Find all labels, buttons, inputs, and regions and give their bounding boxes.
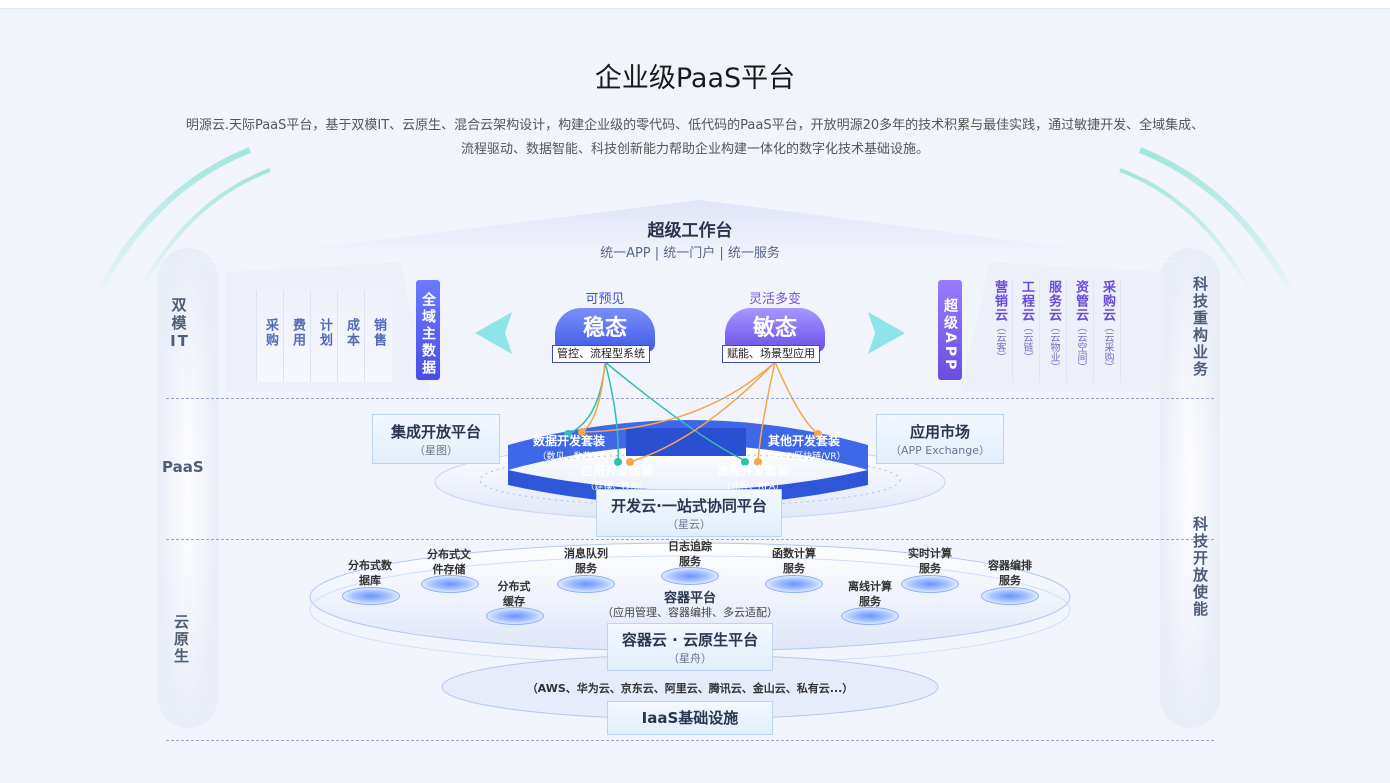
process-dev-kit: 流程开发套装（流程、RPA）	[716, 464, 789, 492]
iaas-providers: （AWS、华为云、京东云、阿里云、腾讯云、金山云、私有云...）	[526, 682, 854, 695]
left-tile: 费用	[283, 290, 311, 382]
top-border	[0, 0, 1390, 9]
left-tile: 计划	[310, 290, 338, 382]
dev-cloud-platform: 开发云·一站式协同平台 （星云）	[596, 489, 782, 537]
app-market: 应用市场 （APP Exchange）	[876, 414, 1004, 464]
data-dev-kit: 数据开发套装（数见、数芯）	[532, 434, 605, 462]
right-tile: 工程云（云链）	[1014, 280, 1040, 383]
label-tech-reshape-business: 科技重构业务	[1191, 276, 1209, 378]
super-app-badge: 超级APP	[938, 280, 962, 380]
service-item: 分布式数据库	[348, 559, 392, 587]
iaas-infrastructure: IaaS基础设施	[607, 701, 773, 735]
service-item: 容器编排服务	[988, 559, 1032, 587]
right-tile: 营销云（云客）	[987, 280, 1013, 383]
page-description: 明源云.天际PaaS平台，基于双模IT、云原生、混合云架构设计，构建企业级的零代…	[185, 118, 1205, 157]
service-disk	[901, 575, 959, 593]
separator-3	[166, 740, 1214, 741]
right-tile: 服务云（云物业）	[1041, 280, 1067, 383]
container-platform-title: 容器平台	[663, 591, 716, 606]
service-item: 函数计算服务	[772, 547, 816, 575]
service-item: 消息队列服务	[564, 547, 608, 575]
service-item: 分布式文件存储	[427, 548, 471, 576]
service-disk	[342, 587, 400, 605]
workbench-title: 超级工作台	[647, 221, 733, 241]
separator-1	[166, 398, 1214, 399]
service-disk	[486, 607, 544, 625]
label-tech-open-enable: 科技开放使能	[1191, 516, 1209, 618]
page-title: 企业级PaaS平台	[594, 63, 796, 94]
agile-tag: 赋能、场景型应用	[722, 345, 820, 363]
service-disk	[981, 587, 1039, 605]
workbench-subtitle: 统一APP | 统一门户 | 统一服务	[600, 246, 780, 261]
service-disk	[661, 567, 719, 585]
stable-tag: 管控、流程型系统	[552, 345, 650, 363]
left-tile: 采购	[256, 290, 284, 382]
service-item: 离线计算服务	[848, 580, 892, 608]
service-disk	[421, 575, 479, 593]
master-data-badge: 全域主数据	[416, 280, 440, 380]
stable-top-label: 可预见	[585, 292, 625, 307]
right-tile: 资管云（云空间）	[1068, 280, 1094, 383]
service-item: 分布式缓存	[497, 580, 531, 608]
right-tile: 采购云（云采购）	[1095, 280, 1121, 383]
service-item: 实时计算服务	[908, 547, 952, 575]
separator-2	[166, 539, 1214, 540]
service-item: 日志追踪服务	[668, 540, 712, 568]
container-platform-sub: （应用管理、容器编排、多云适配）	[602, 606, 778, 619]
integration-platform: 集成开放平台 （星图）	[372, 414, 500, 464]
stable-cloud: 稳态	[555, 308, 655, 352]
agile-top-label: 灵活多变	[748, 292, 801, 307]
service-disk	[841, 607, 899, 625]
left-tile: 销售	[364, 290, 392, 382]
container-cloud-platform: 容器云 · 云原生平台 （星舟）	[607, 623, 773, 671]
label-cloud-native: 云原生	[172, 614, 190, 665]
service-disk	[765, 575, 823, 593]
other-dev-kit: 其他开发套装（AIoT/区块链/VR）	[762, 434, 846, 462]
agile-cloud: 敏态	[725, 308, 825, 352]
label-paas: PaaS	[162, 458, 204, 476]
service-disk	[557, 575, 615, 593]
left-tile: 成本	[337, 290, 365, 382]
app-dev-kit: 应用开发套装（建模、移动）	[580, 464, 653, 492]
